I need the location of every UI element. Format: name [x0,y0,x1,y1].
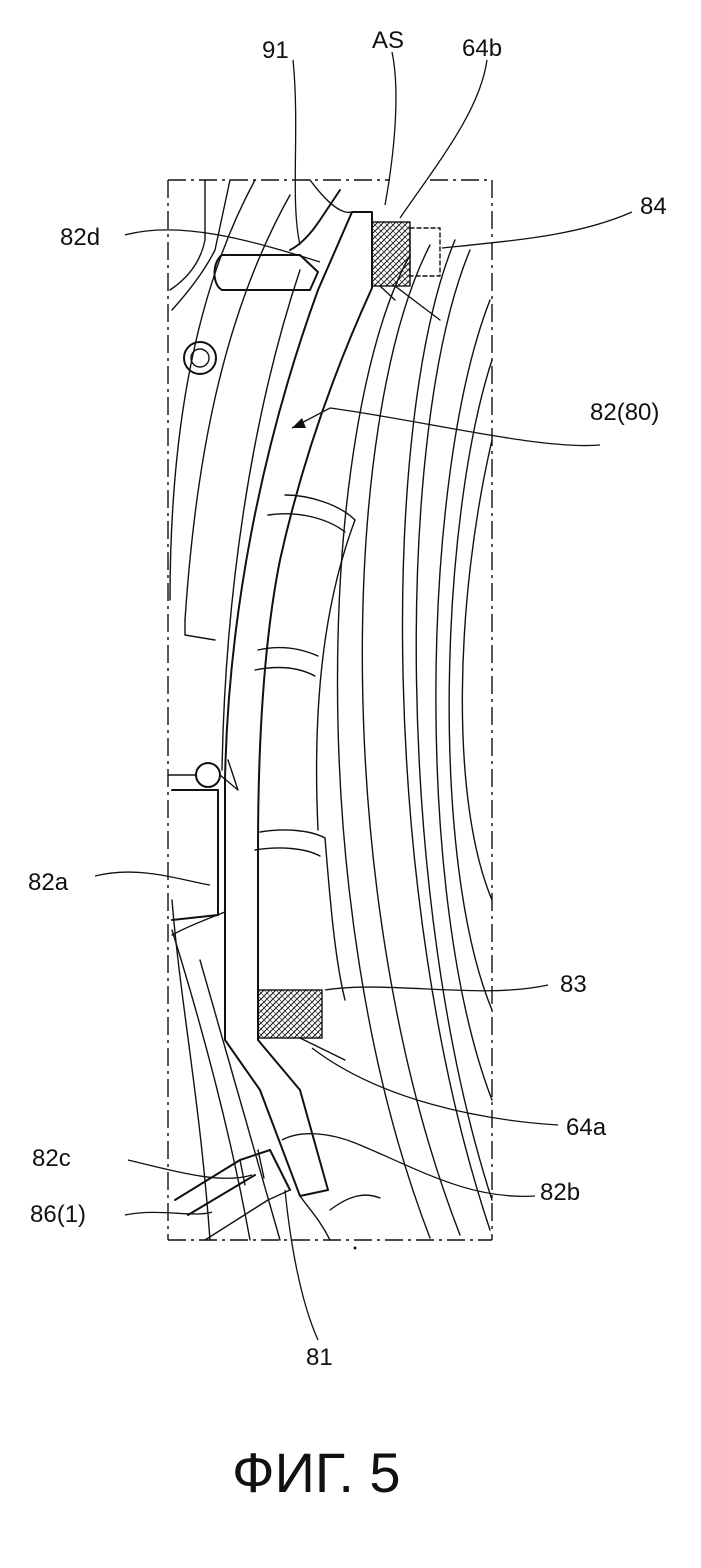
label-82b: 82b [540,1179,580,1206]
label-82c: 82c [32,1145,71,1172]
figure-caption: ФИГ. 5 [232,1441,401,1504]
curved-band [255,495,355,1000]
left-arcs [170,180,290,1240]
reference-labels: 91 AS 64b 82d 84 82(80) 82a 83 64a 82c 8… [28,27,667,1371]
leader-lines [95,52,632,1340]
label-82a: 82a [28,869,69,896]
channel-body-82 [222,212,372,1196]
pivot-82a [168,760,238,935]
label-64a: 64a [566,1114,607,1141]
ring-arcs [338,240,493,1238]
block-82d [215,255,319,290]
label-82d: 82d [60,224,100,251]
label-84: 84 [640,193,667,220]
label-82-80: 82(80) [590,399,659,426]
insert-83 [258,990,345,1060]
label-AS: AS [372,27,404,54]
label-83: 83 [560,971,587,998]
label-86-1: 86(1) [30,1201,86,1228]
label-91: 91 [262,37,289,64]
arrow-82-80 [292,408,600,446]
label-81: 81 [306,1344,333,1371]
label-64b: 64b [462,35,502,62]
hole-circle [184,342,216,374]
bottom-parts [175,1150,380,1250]
